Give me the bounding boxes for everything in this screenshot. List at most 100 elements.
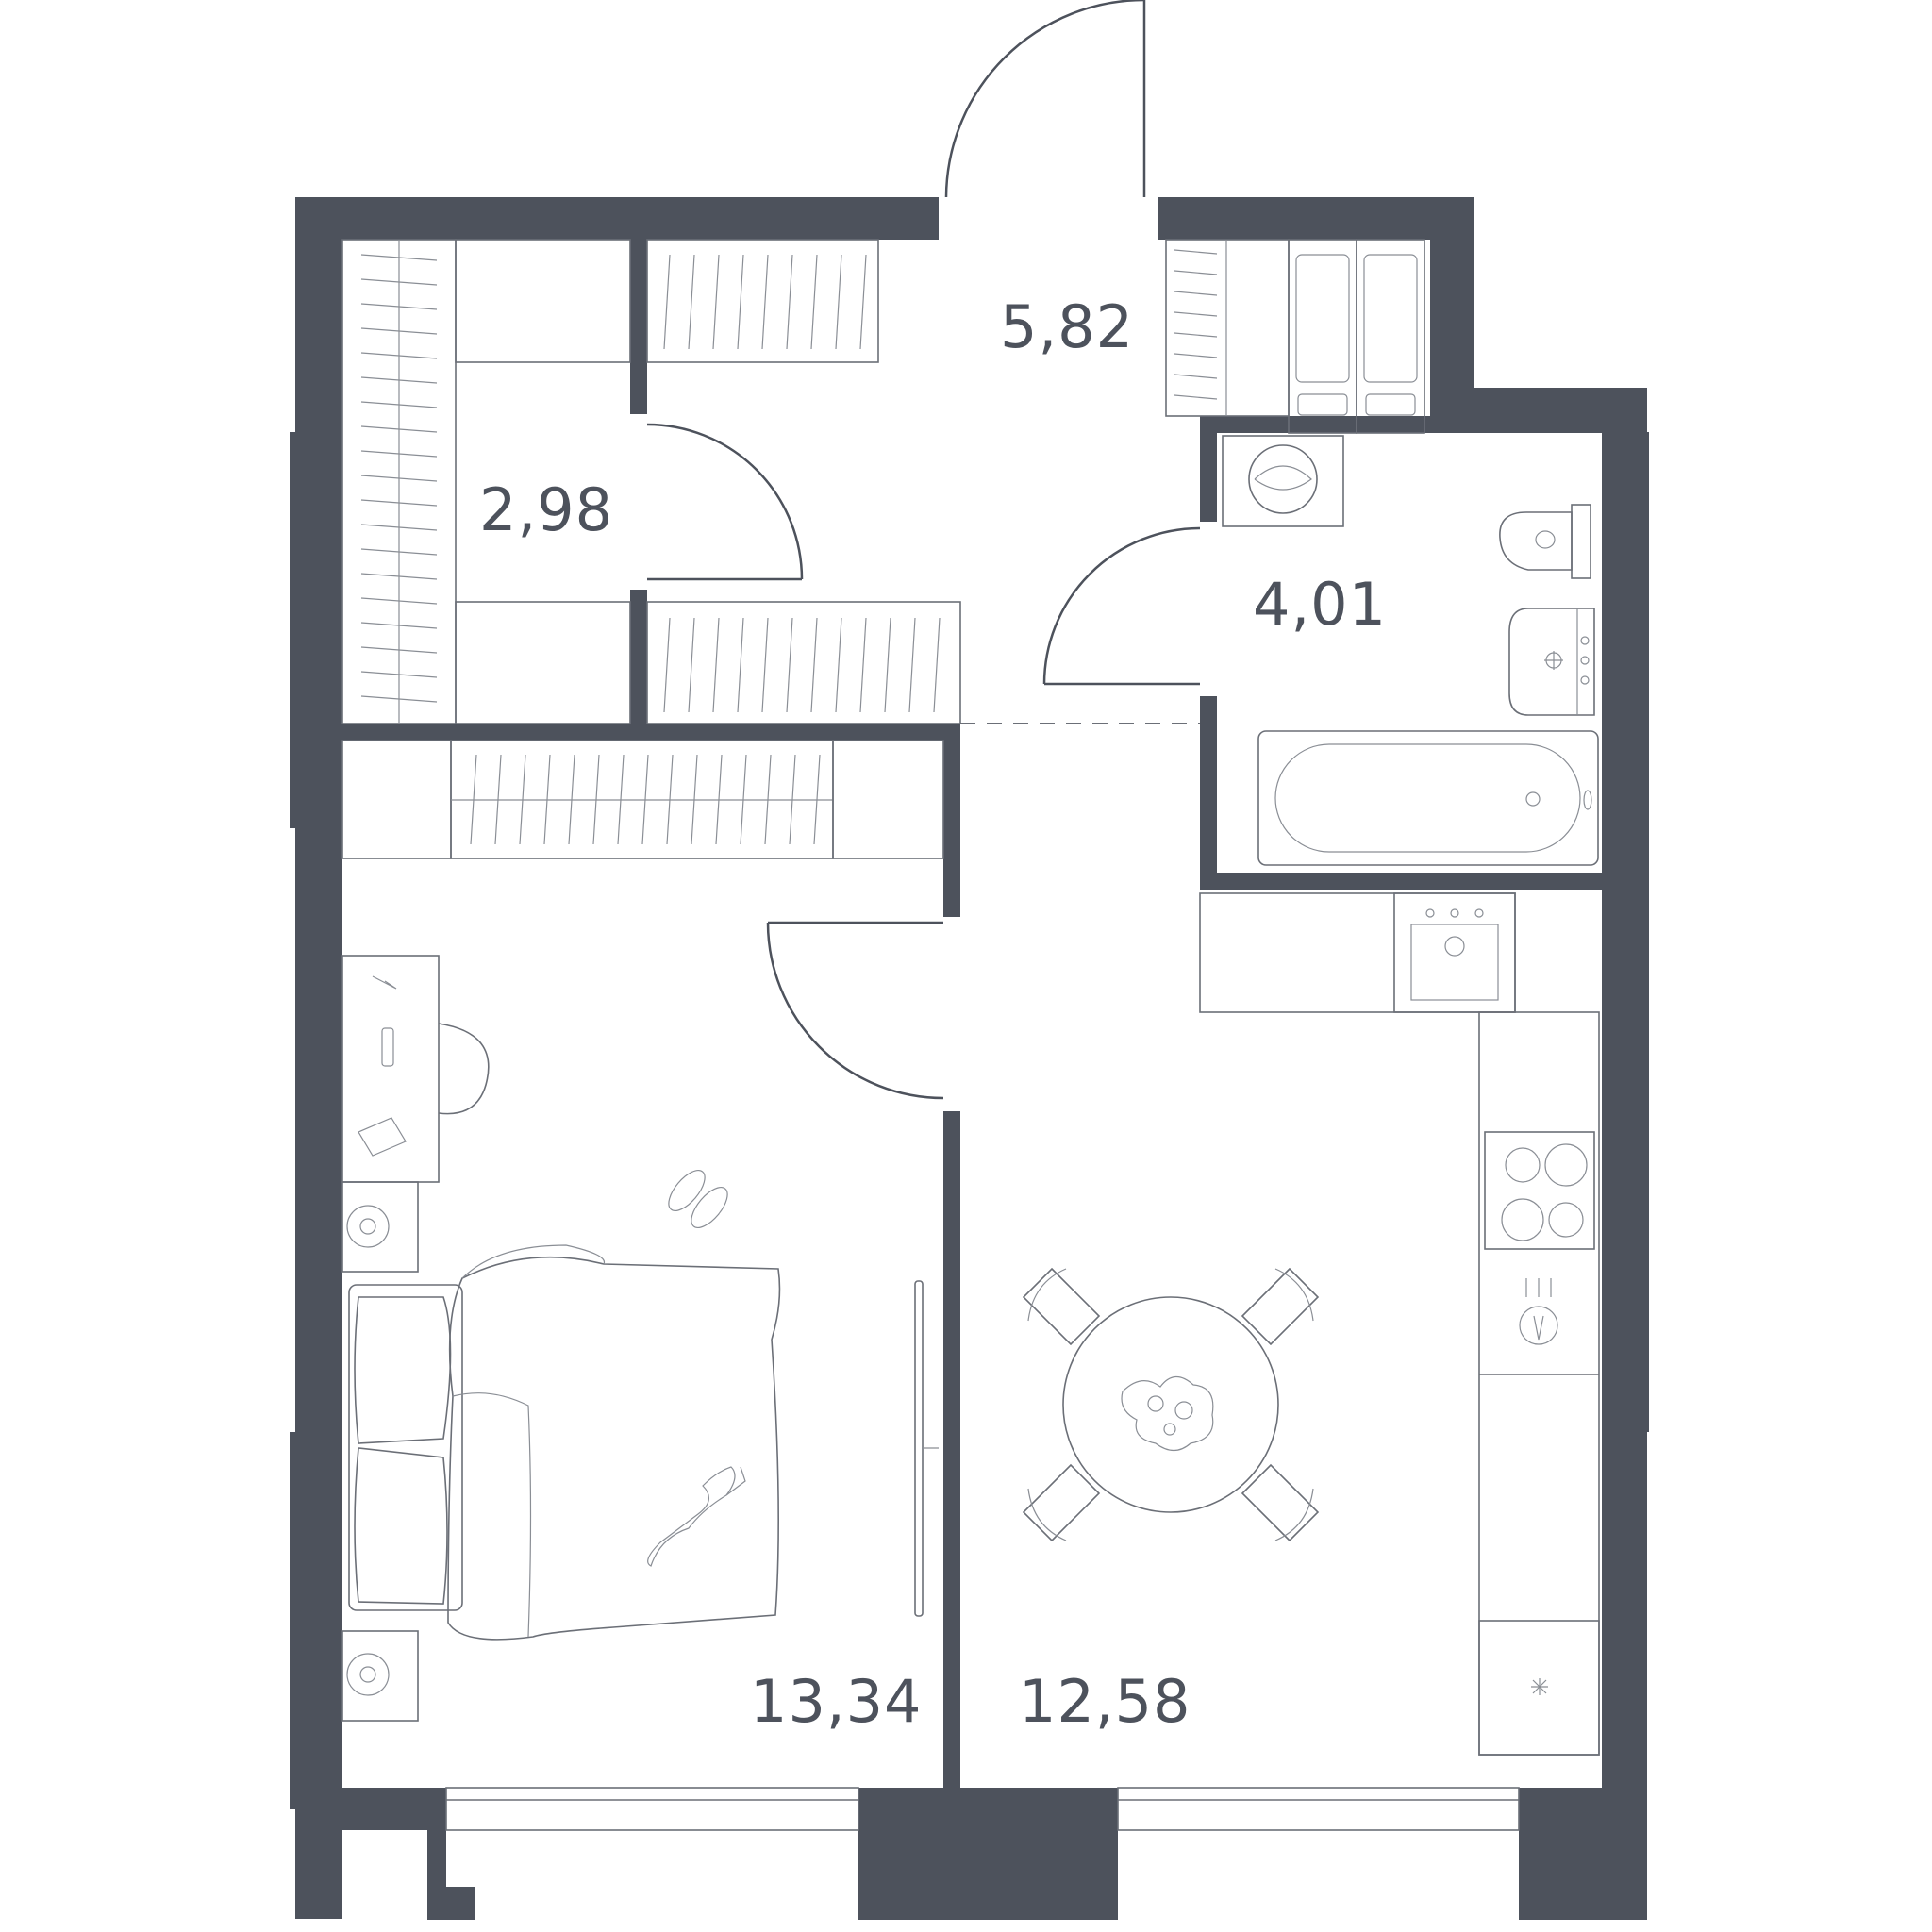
hanger-line (810, 254, 818, 350)
hanger-line (666, 754, 674, 845)
hanger-line (360, 475, 438, 482)
area-labels: 5,82 2,98 4,01 13,34 12,58 (479, 292, 1387, 1736)
shelf-top (455, 239, 631, 363)
rack-top (646, 239, 879, 363)
hanger-line (1174, 270, 1218, 275)
wall-bedroom-lower (943, 1111, 960, 1788)
hanger-line (360, 352, 438, 359)
bedroom-cabinet-right (832, 740, 944, 859)
wall-bottom-1 (295, 1788, 446, 1830)
chair-icon (1022, 1267, 1101, 1346)
radiator-icon (341, 1630, 419, 1722)
area-label-kitchen-living: 12,58 (1019, 1667, 1191, 1736)
wardrobe-door-swing (646, 423, 804, 580)
hanger-line (360, 622, 438, 629)
cooktop-icon (1484, 1131, 1595, 1250)
hanger-line (663, 254, 671, 350)
wall-bottom-right (1519, 1788, 1647, 1920)
hanger-line (360, 573, 438, 580)
wall-bath-left-upper (1200, 416, 1217, 522)
bathtub-icon (1257, 730, 1599, 866)
wall-bottom-pier (858, 1788, 1118, 1920)
bed-icon (348, 1244, 781, 1641)
shoe-cabinet-2 (1356, 239, 1425, 434)
wall-left (295, 197, 342, 1919)
desk-icon (341, 955, 440, 1183)
hanger-line (1174, 332, 1218, 338)
rack-bottom (646, 601, 961, 724)
walls (290, 197, 1649, 1920)
hanger-line (1174, 353, 1218, 358)
bedroom-furniture (341, 740, 944, 1722)
toilet-icon (1499, 504, 1591, 579)
hallway-furniture (1165, 239, 1425, 434)
hanger-line (360, 597, 438, 605)
chair-icon (1241, 1267, 1320, 1346)
hanger-line (764, 754, 772, 845)
hanger-line (360, 548, 438, 556)
hanger-line (1174, 394, 1218, 400)
hanger-line (737, 254, 744, 350)
hanger-line (360, 450, 438, 458)
wall-left-pier-2 (290, 1432, 301, 1809)
hanger-line (360, 376, 438, 384)
hallway-rack (1165, 239, 1290, 417)
hanger-line (470, 754, 477, 845)
area-label-bedroom: 13,34 (750, 1667, 923, 1736)
hanger-line (810, 617, 818, 713)
wall-bath-top (1217, 416, 1430, 433)
chair-icon (1241, 1463, 1320, 1542)
bedroom-door-swing (766, 922, 944, 1100)
wall-left-pier-1 (290, 432, 301, 828)
hanger-line (908, 617, 916, 713)
hanger-line (360, 401, 438, 408)
hanger-line (715, 754, 723, 845)
wall-top-left (295, 197, 939, 240)
hanger-line (360, 499, 438, 507)
kitchen-counter-right (1478, 1011, 1600, 1756)
shelf-bottom (455, 601, 631, 724)
wardrobe-furniture (341, 239, 961, 724)
hanger-line (360, 524, 438, 531)
hanger-line (859, 254, 867, 350)
shoe-cabinet-1 (1288, 239, 1357, 434)
slippers-icon (668, 1170, 728, 1228)
hanger-line (1174, 311, 1218, 317)
hanger-line (360, 425, 438, 433)
chair-icon (438, 1023, 490, 1115)
hanger-line (360, 254, 438, 261)
wall-bath-left-lower (1200, 696, 1217, 890)
wall-wardrobe-bottom (630, 590, 647, 724)
hanger-line (543, 754, 551, 845)
bathroom-door-swing (1042, 526, 1201, 685)
hanger-line (360, 303, 438, 310)
hanger-line (737, 617, 744, 713)
tv-icon (914, 1280, 939, 1617)
bedroom-cabinet-left (341, 740, 452, 859)
wall-right (1602, 388, 1647, 1919)
hanger-line (688, 254, 695, 350)
wall-wardrobe-top (630, 240, 647, 414)
hanger-line (786, 254, 793, 350)
bathroom-fixtures (1222, 435, 1599, 866)
kitchen-counter-top (1199, 892, 1516, 1013)
hanger-line (786, 617, 793, 713)
hanger-line (859, 617, 867, 713)
hanger-line (712, 617, 720, 713)
hanger-line (688, 617, 695, 713)
hanger-line (761, 617, 769, 713)
window-kitchen (1117, 1787, 1520, 1831)
area-label-bathroom: 4,01 (1253, 570, 1387, 639)
hanger-line (691, 754, 698, 845)
hanger-line (789, 754, 796, 845)
hanger-line (884, 617, 891, 713)
hanger-line (835, 617, 842, 713)
fridge-icon (1478, 1620, 1600, 1756)
cat-icon (647, 1466, 746, 1567)
hanger-line (360, 646, 438, 654)
wall-wardrobe-bedroom (342, 724, 960, 741)
hanger-line (1174, 291, 1218, 296)
hanger-line (494, 754, 502, 845)
hanger-line (1174, 374, 1218, 379)
window-bedroom (445, 1787, 859, 1831)
